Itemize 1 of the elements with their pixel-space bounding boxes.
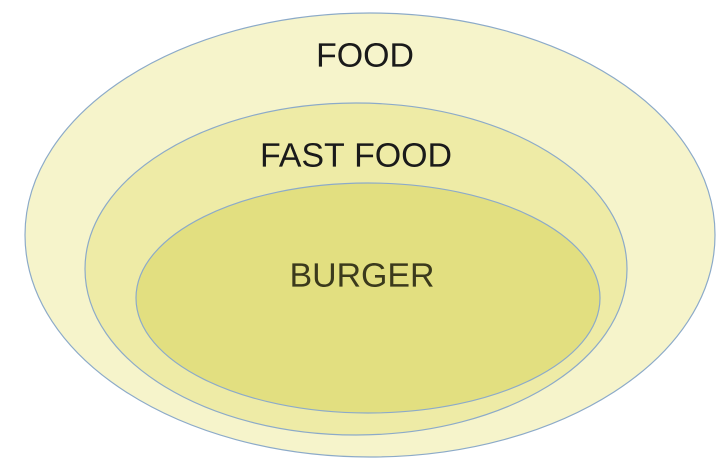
ellipse-region: BURGER (135, 182, 601, 414)
